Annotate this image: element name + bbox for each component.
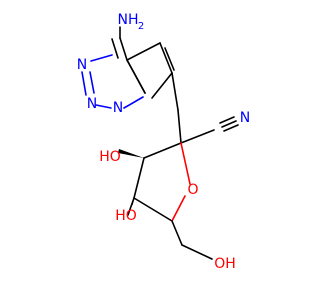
bond-triazine-1-double (111, 38, 119, 59)
bond-ch2-oh (181, 244, 213, 260)
bond-triazine-fused (126, 59, 146, 94)
bond-link-2 (177, 109, 182, 144)
bond-nitrile-triple-3 (223, 124, 239, 132)
bond-sugar-3 (133, 197, 173, 222)
bond-sugar-2 (133, 157, 145, 199)
nitrile-nitrogen: N (240, 110, 250, 126)
bond-link-1 (171, 72, 179, 111)
bond-nitrile-triple-1 (221, 120, 237, 128)
wedge-ho-left (118, 149, 144, 158)
bond-triazine-5 (123, 96, 144, 109)
molecule-structure: NH 2 N N N N HO O HO OH (77, 12, 250, 272)
bond-nitrile-triple-2 (219, 116, 235, 124)
nitrogen-bridge: N (113, 100, 123, 116)
hydroxyl-bottom: HO (115, 208, 137, 224)
nh2-label: NH (118, 12, 139, 28)
bond-pyrrole-1 (126, 42, 161, 61)
bond-sugar-1 (143, 142, 182, 159)
bond-nitrile-single (180, 129, 215, 144)
bond-sugar-4 (171, 195, 186, 222)
bond-triazine-3-double (89, 71, 95, 94)
nh2-subscript: 2 (138, 21, 144, 32)
bond-triazine-4 (95, 104, 112, 109)
hydroxyl-left: HO (99, 149, 121, 165)
bond-sugar-5 (180, 142, 191, 185)
nitrogen-left-bottom: N (87, 96, 97, 112)
hydroxyl-right: OH (214, 256, 236, 272)
ring-oxygen: O (187, 182, 198, 198)
bond-ho-bottom (127, 197, 135, 216)
bond-pyrrole-2-double (164, 47, 175, 71)
bond-pyrrole-3 (151, 72, 173, 99)
bond-ch2 (171, 220, 183, 246)
bond-pyrrole-2 (159, 42, 173, 74)
bond-triazine-3 (81, 71, 87, 96)
nitrogen-top-left: N (77, 57, 87, 73)
bond-triazine-1 (119, 37, 128, 61)
bond-triazine-2 (90, 54, 113, 62)
